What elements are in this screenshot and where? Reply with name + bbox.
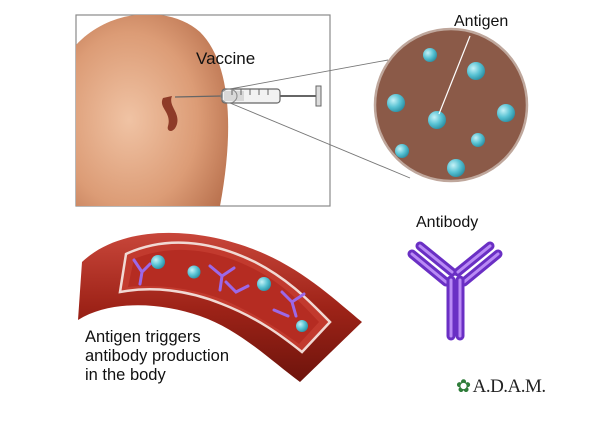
antibody-mini bbox=[272, 308, 290, 318]
antigen-label: Antigen bbox=[454, 13, 509, 30]
antibody-mini bbox=[208, 264, 236, 292]
zoom-line-bottom bbox=[229, 102, 411, 179]
caption-line: in the body bbox=[85, 366, 166, 384]
antigen-particle bbox=[296, 320, 308, 332]
antibody-mini bbox=[280, 290, 306, 318]
adam-logo: ✿A.D.A.M. bbox=[456, 376, 546, 398]
antibody-mini bbox=[224, 280, 250, 294]
caption-line: antibody production bbox=[85, 347, 230, 365]
antigen-particle bbox=[395, 144, 409, 158]
injection-wound bbox=[161, 96, 178, 131]
antigen-particle bbox=[471, 133, 485, 147]
antibody-label: Antibody bbox=[416, 214, 479, 231]
antigen-particle bbox=[423, 48, 437, 62]
antigen-particle bbox=[387, 94, 405, 112]
antigen-particle bbox=[151, 255, 165, 269]
syringe-icon bbox=[174, 85, 322, 107]
antigen-particle bbox=[187, 265, 201, 279]
arm-shoulder bbox=[76, 15, 229, 206]
antibody-mini bbox=[132, 258, 152, 286]
injection-panel bbox=[75, 14, 411, 207]
blood-vessel bbox=[78, 232, 362, 382]
caption-line: Antigen triggers bbox=[85, 328, 201, 346]
logo-text: A.D.A.M. bbox=[472, 376, 547, 397]
antigen-particle bbox=[447, 159, 465, 177]
vaccine-label: Vaccine bbox=[196, 49, 256, 68]
antigen-magnified-circle bbox=[373, 27, 529, 183]
antigen-pointer bbox=[438, 35, 471, 115]
antigen-particle bbox=[428, 111, 446, 129]
antigen-particle bbox=[467, 62, 485, 80]
antibody-icon bbox=[407, 241, 503, 341]
antigen-particle bbox=[257, 277, 271, 291]
zoom-line-top bbox=[229, 59, 389, 90]
leaf-icon: ✿ bbox=[456, 376, 471, 396]
antigen-particle bbox=[497, 104, 515, 122]
diagram-caption: Antigen triggers antibody production in … bbox=[85, 328, 229, 385]
